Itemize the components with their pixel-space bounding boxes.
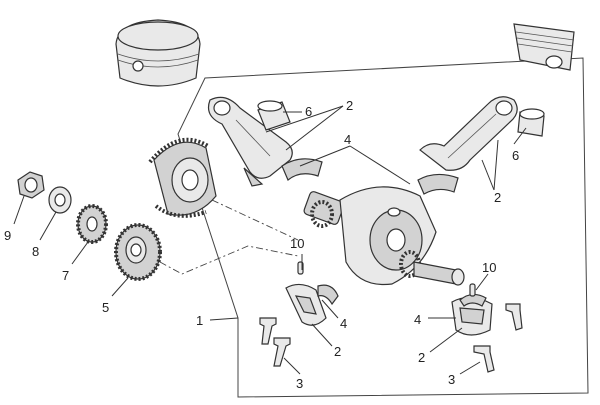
bearing-shell-right xyxy=(459,293,487,307)
assembly-frame xyxy=(177,57,589,398)
leader-lines xyxy=(13,105,527,375)
callout-1: 1 xyxy=(196,313,203,328)
callout-3-right: 3 xyxy=(448,372,455,387)
alignment-line-gear-lower xyxy=(159,245,299,275)
callout-5: 5 xyxy=(102,300,109,315)
callout-6-left: 6 xyxy=(305,104,312,119)
rod-bolt-left-lower xyxy=(273,337,291,367)
washer xyxy=(48,186,72,214)
big-end-bearing-top-right xyxy=(417,173,459,195)
callout-10-right: 10 xyxy=(482,260,496,275)
callout-2-bottom-right: 2 xyxy=(418,350,425,365)
callout-6-right: 6 xyxy=(512,148,519,163)
hex-nut xyxy=(17,171,45,199)
callout-2-top: 2 xyxy=(346,98,353,113)
callout-9: 9 xyxy=(4,228,11,243)
small-gear xyxy=(76,204,108,244)
callout-2-bottom-left: 2 xyxy=(334,344,341,359)
rod-bolt-left-upper xyxy=(259,317,277,345)
callout-4-right: 4 xyxy=(414,312,421,327)
medium-gear xyxy=(114,223,162,281)
crankshaft xyxy=(303,186,465,286)
callout-2-right: 2 xyxy=(494,190,501,205)
big-end-bearing-top-left xyxy=(281,158,323,181)
callout-10-left: 10 xyxy=(290,236,304,251)
rod-bolt-right-lower xyxy=(473,345,495,373)
dowel-pin-right xyxy=(469,283,476,297)
rod-cap-right xyxy=(451,296,493,336)
bearing-shell-left xyxy=(317,284,339,306)
callout-7: 7 xyxy=(62,268,69,283)
small-end-bushing-right xyxy=(517,108,545,137)
connecting-rod-right xyxy=(419,96,518,171)
callout-8: 8 xyxy=(32,244,39,259)
callout-4-top: 4 xyxy=(344,132,351,147)
callout-4-left: 4 xyxy=(340,316,347,331)
rod-cap-left xyxy=(285,283,327,326)
callout-3-left: 3 xyxy=(296,376,303,391)
alignment-line-gear-upper xyxy=(211,199,299,241)
connecting-rod-left xyxy=(207,96,293,187)
small-end-bushing-left xyxy=(257,100,291,131)
rod-bolt-right-upper xyxy=(505,303,523,331)
piston-right xyxy=(513,23,575,71)
primary-drive-gear xyxy=(148,137,217,218)
piston-left xyxy=(115,19,201,87)
